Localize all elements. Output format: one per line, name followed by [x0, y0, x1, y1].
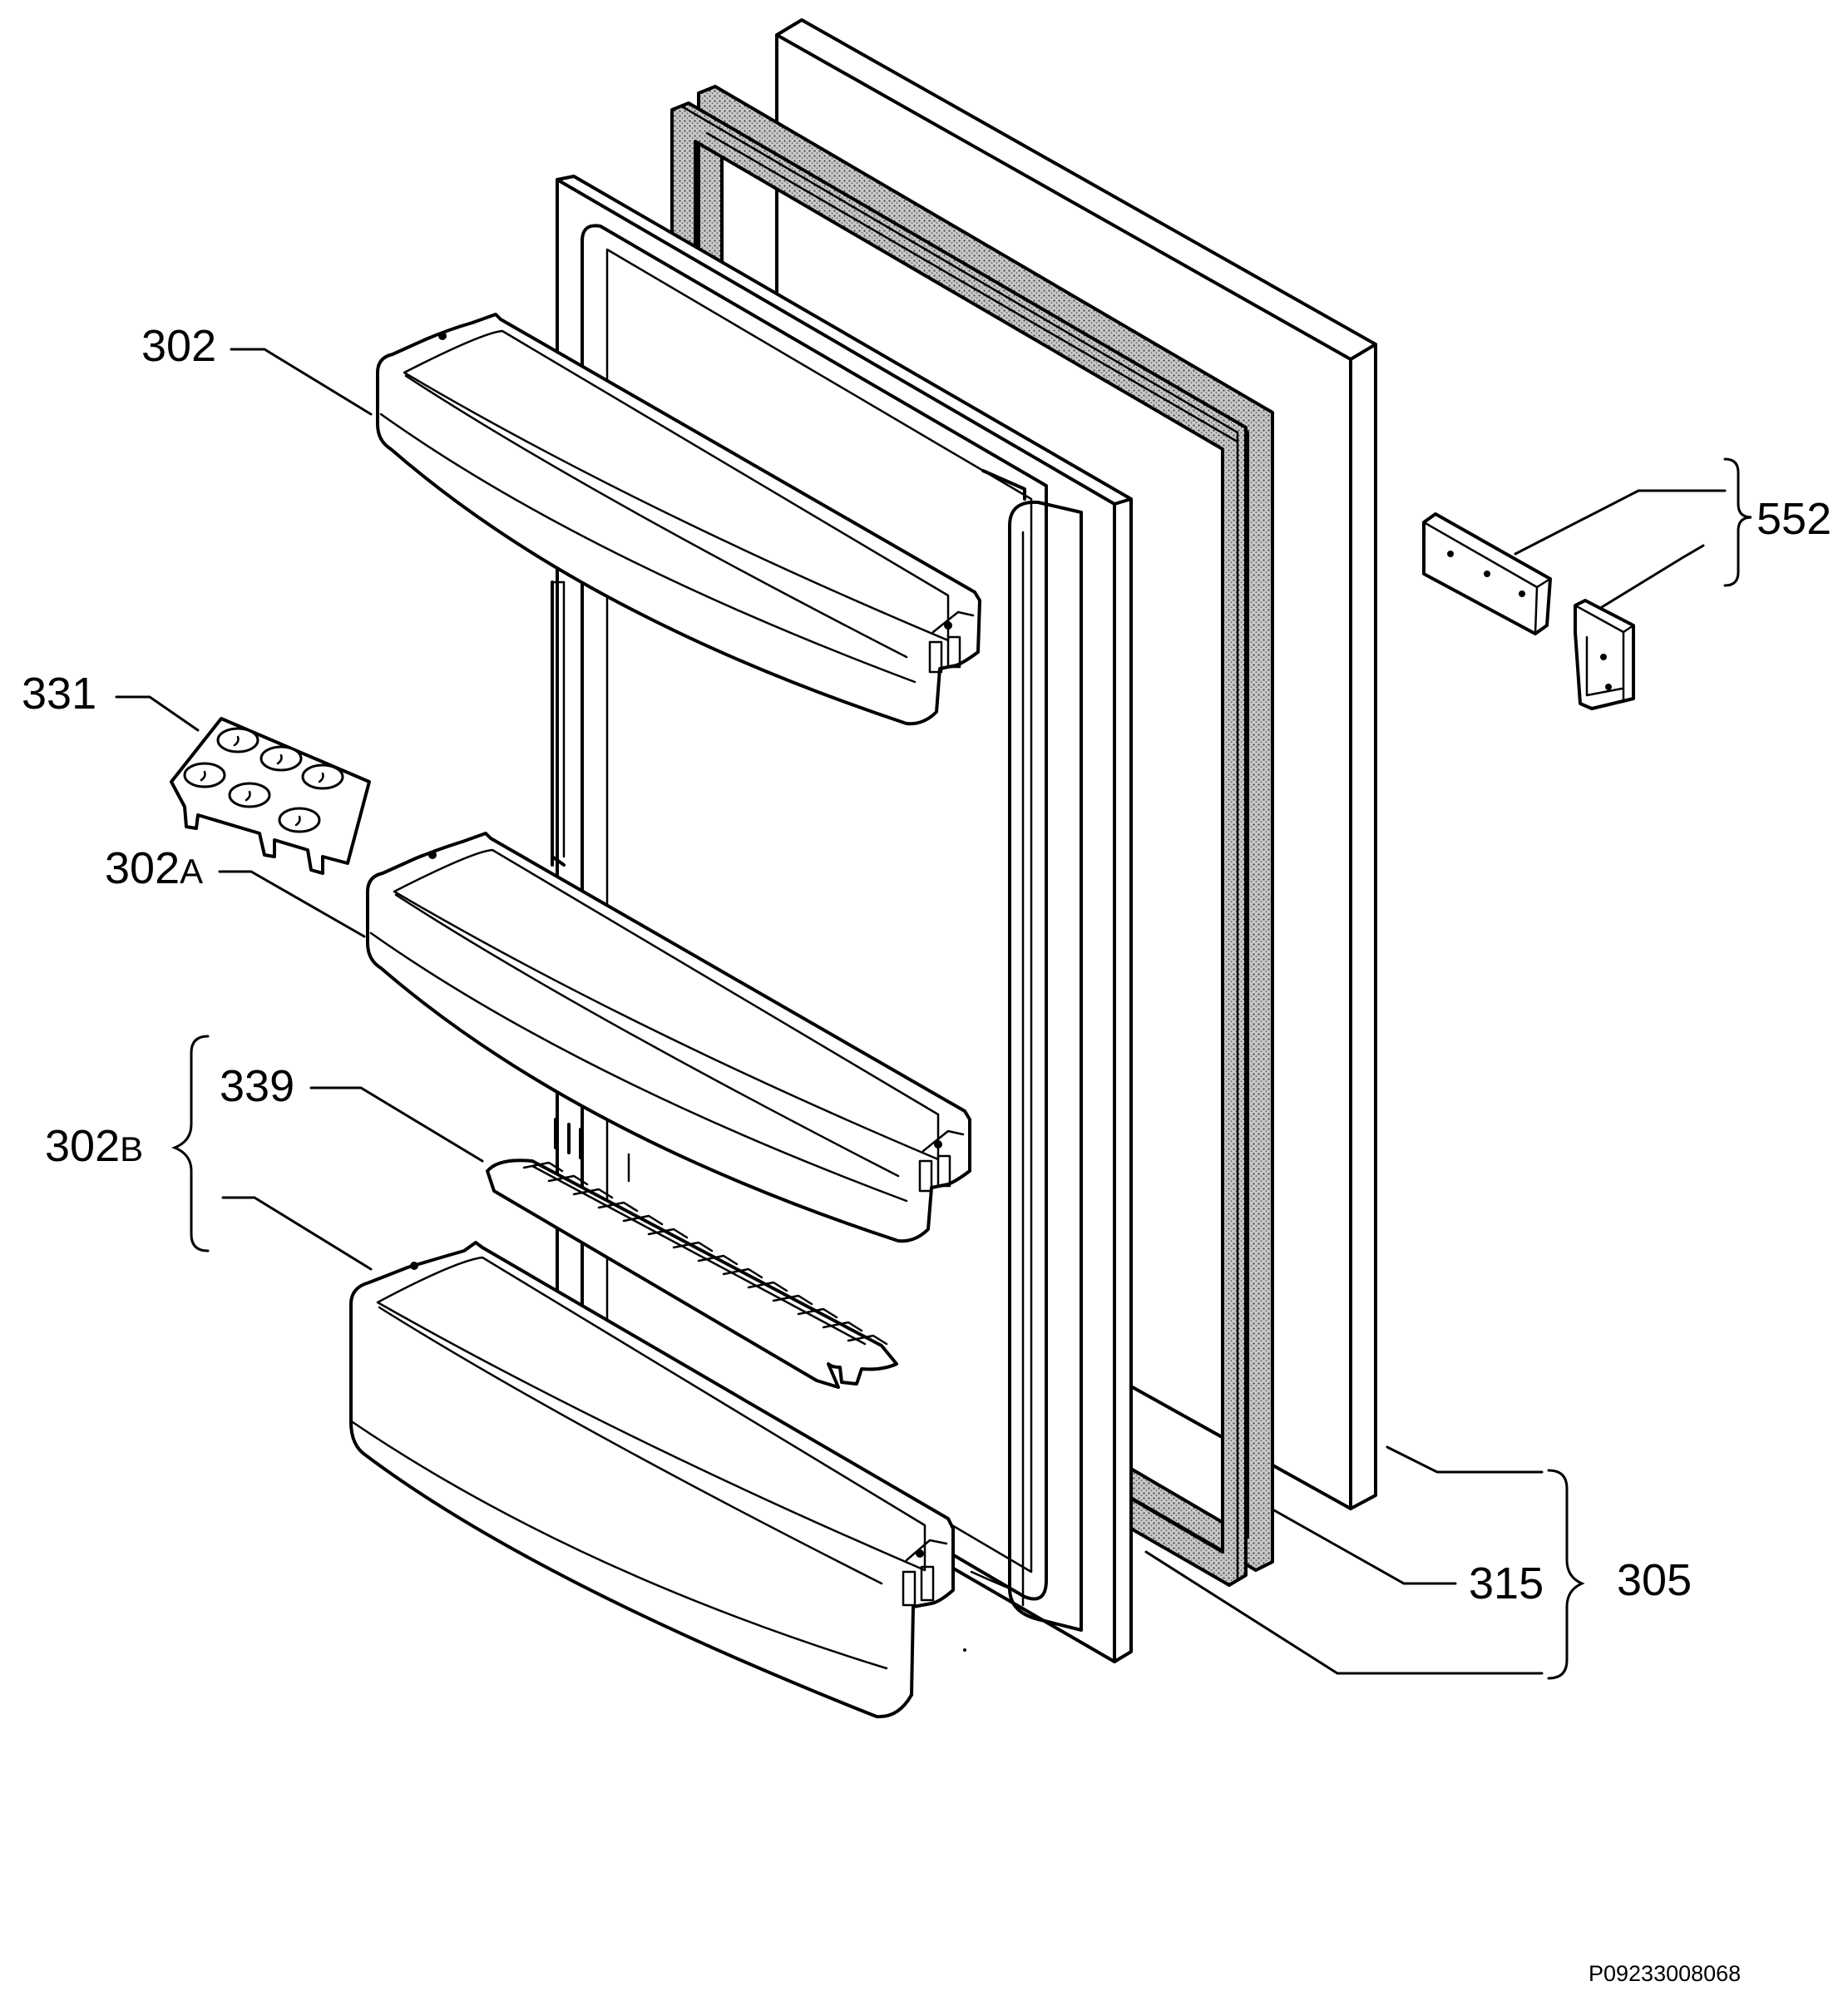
label-302B-num: 302 [45, 1121, 120, 1171]
braces [170, 457, 1752, 1680]
label-302B-suffix: B [120, 1129, 143, 1168]
label-331: 331 [22, 669, 96, 719]
label-302B: 302B [45, 1121, 143, 1171]
door-shelf-302 [376, 313, 981, 726]
label-302A: 302A [105, 843, 203, 893]
label-315: 315 [1469, 1559, 1544, 1608]
label-305: 305 [1617, 1555, 1692, 1605]
drawing-code: P09233008068 [1589, 1961, 1741, 1986]
hinge-bracket-552b [1574, 599, 1635, 710]
label-302: 302 [141, 321, 216, 371]
label-339: 339 [220, 1061, 294, 1111]
door-shelf-302B [349, 1241, 966, 1719]
callout-labels: 302 331 302A 339 302B 552 315 305 P09233… [22, 321, 1831, 1986]
door-shelf-302A [366, 832, 971, 1243]
label-302A-num: 302 [105, 843, 180, 893]
hinge-plate-552a [1422, 512, 1552, 635]
bottle-retainer-339 [486, 1159, 898, 1389]
label-552: 552 [1757, 494, 1831, 544]
leader-lines [115, 348, 1727, 1675]
egg-tray-331 [170, 717, 371, 875]
label-302A-suffix: A [180, 852, 203, 891]
